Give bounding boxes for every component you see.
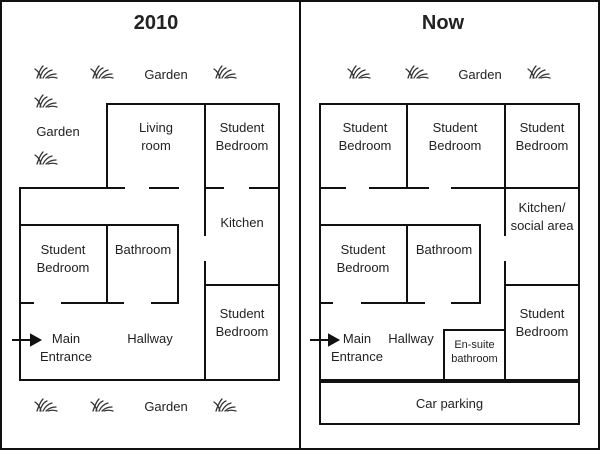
ensuite-line2: bathroom — [451, 353, 498, 365]
student-bedroom-1-now: Student Bedroom — [330, 119, 400, 155]
hallway-now: Hallway — [388, 331, 434, 346]
student-bedroom-br-now-line2: Bedroom — [515, 324, 569, 339]
garden-bottom-2010: Garden — [144, 399, 188, 414]
plan-now-walls — [319, 103, 580, 425]
student-bedroom-br-line1: Student — [219, 306, 265, 321]
main-entrance-now-line2: Entrance — [330, 349, 384, 364]
bathroom-2010: Bathroom — [114, 242, 172, 257]
main-entrance-line2: Entrance — [39, 349, 93, 364]
kitchen-social-now: Kitchen/ social area — [506, 199, 578, 235]
student-bedroom-left-line2: Bedroom — [36, 260, 90, 275]
title-2010: 2010 — [133, 12, 179, 34]
ensuite-line1: En-suite — [454, 339, 495, 351]
student-bedroom-tr-line1: Student — [219, 120, 265, 135]
student-bedroom-2-now: Student Bedroom — [420, 119, 490, 155]
main-entrance-now-line1: Main — [342, 331, 372, 346]
student-bedroom-left-now-line1: Student — [340, 242, 386, 257]
student-bedroom-br-line2: Bedroom — [215, 324, 269, 339]
plan-2010-walls — [19, 103, 280, 381]
title-now: Now — [421, 12, 465, 34]
student-bedroom-left-now: Student Bedroom — [327, 241, 399, 277]
student-bedroom-tr-line2: Bedroom — [215, 138, 269, 153]
student-bedroom-1-line1: Student — [342, 120, 388, 135]
living-room-2010: Living room — [128, 119, 184, 155]
student-bedroom-1-line2: Bedroom — [338, 138, 392, 153]
kitchen-social-line2: social area — [510, 218, 574, 233]
garden-left-2010: Garden — [36, 124, 80, 139]
student-bedroom-br-now: Student Bedroom — [508, 305, 576, 341]
hallway-2010: Hallway — [127, 331, 173, 346]
student-bedroom-left-2010: Student Bedroom — [28, 241, 98, 277]
student-bedroom-br-2010: Student Bedroom — [208, 305, 276, 341]
student-bedroom-3-now: Student Bedroom — [508, 119, 576, 155]
main-entrance-line1: Main — [51, 331, 81, 346]
entrance-arrow-now — [310, 333, 341, 347]
student-bedroom-left-now-line2: Bedroom — [336, 260, 390, 275]
student-bedroom-2-line1: Student — [432, 120, 478, 135]
kitchen-social-line1: Kitchen/ — [518, 200, 566, 215]
student-bedroom-left-line1: Student — [40, 242, 86, 257]
kitchen-2010: Kitchen — [220, 215, 264, 230]
student-bedroom-2-line2: Bedroom — [428, 138, 482, 153]
main-entrance-now: Main Entrance — [325, 330, 389, 366]
bathroom-now: Bathroom — [415, 242, 473, 257]
student-bedroom-3-line1: Student — [519, 120, 565, 135]
garden-top-now: Garden — [458, 67, 502, 82]
garden-top-2010: Garden — [144, 67, 188, 82]
student-bedroom-3-line2: Bedroom — [515, 138, 569, 153]
student-bedroom-br-now-line1: Student — [519, 306, 565, 321]
student-bedroom-tr-2010: Student Bedroom — [208, 119, 276, 155]
living-room-line1: Living — [139, 120, 173, 135]
ensuite-bathroom-now: En-suite bathroom — [445, 338, 504, 366]
living-room-line2: room — [141, 138, 171, 153]
entrance-arrow-2010 — [12, 333, 43, 347]
car-parking-now: Car parking — [415, 396, 484, 411]
main-entrance-2010: Main Entrance — [36, 330, 96, 366]
